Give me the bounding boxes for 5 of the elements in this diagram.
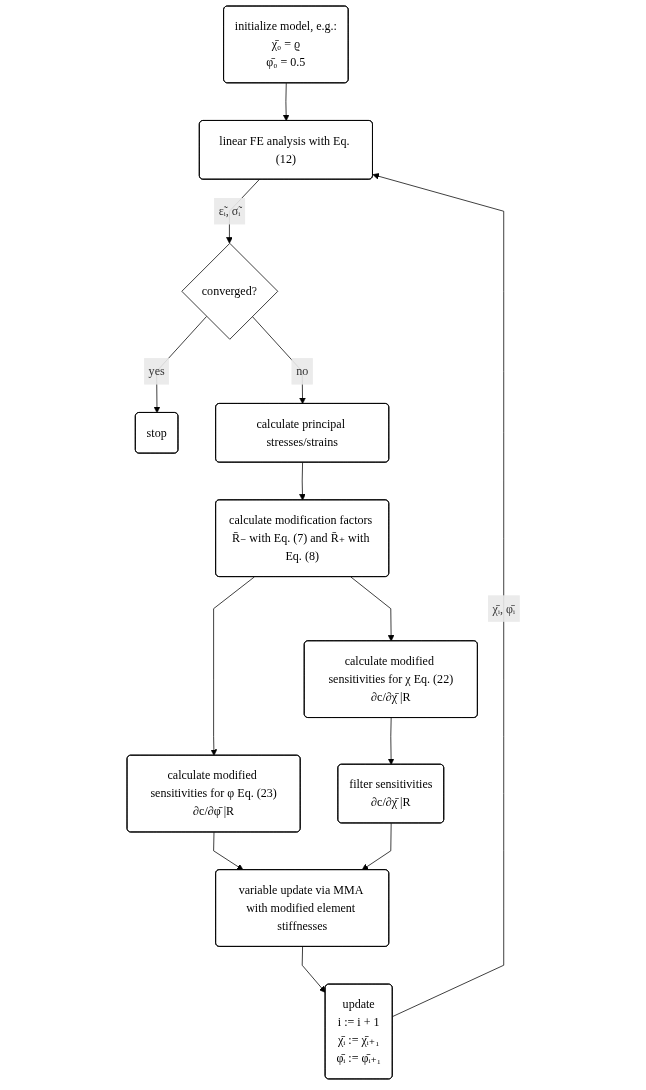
edge-label: χ̄ᵢ, φ̄ᵢ bbox=[492, 602, 515, 615]
node-diamond: converged? bbox=[181, 242, 278, 340]
edge-label: no bbox=[295, 364, 309, 378]
edge-label: ε̃ᵢ, σ̃ᵢ bbox=[218, 204, 240, 218]
edge-label: yes bbox=[148, 364, 165, 378]
